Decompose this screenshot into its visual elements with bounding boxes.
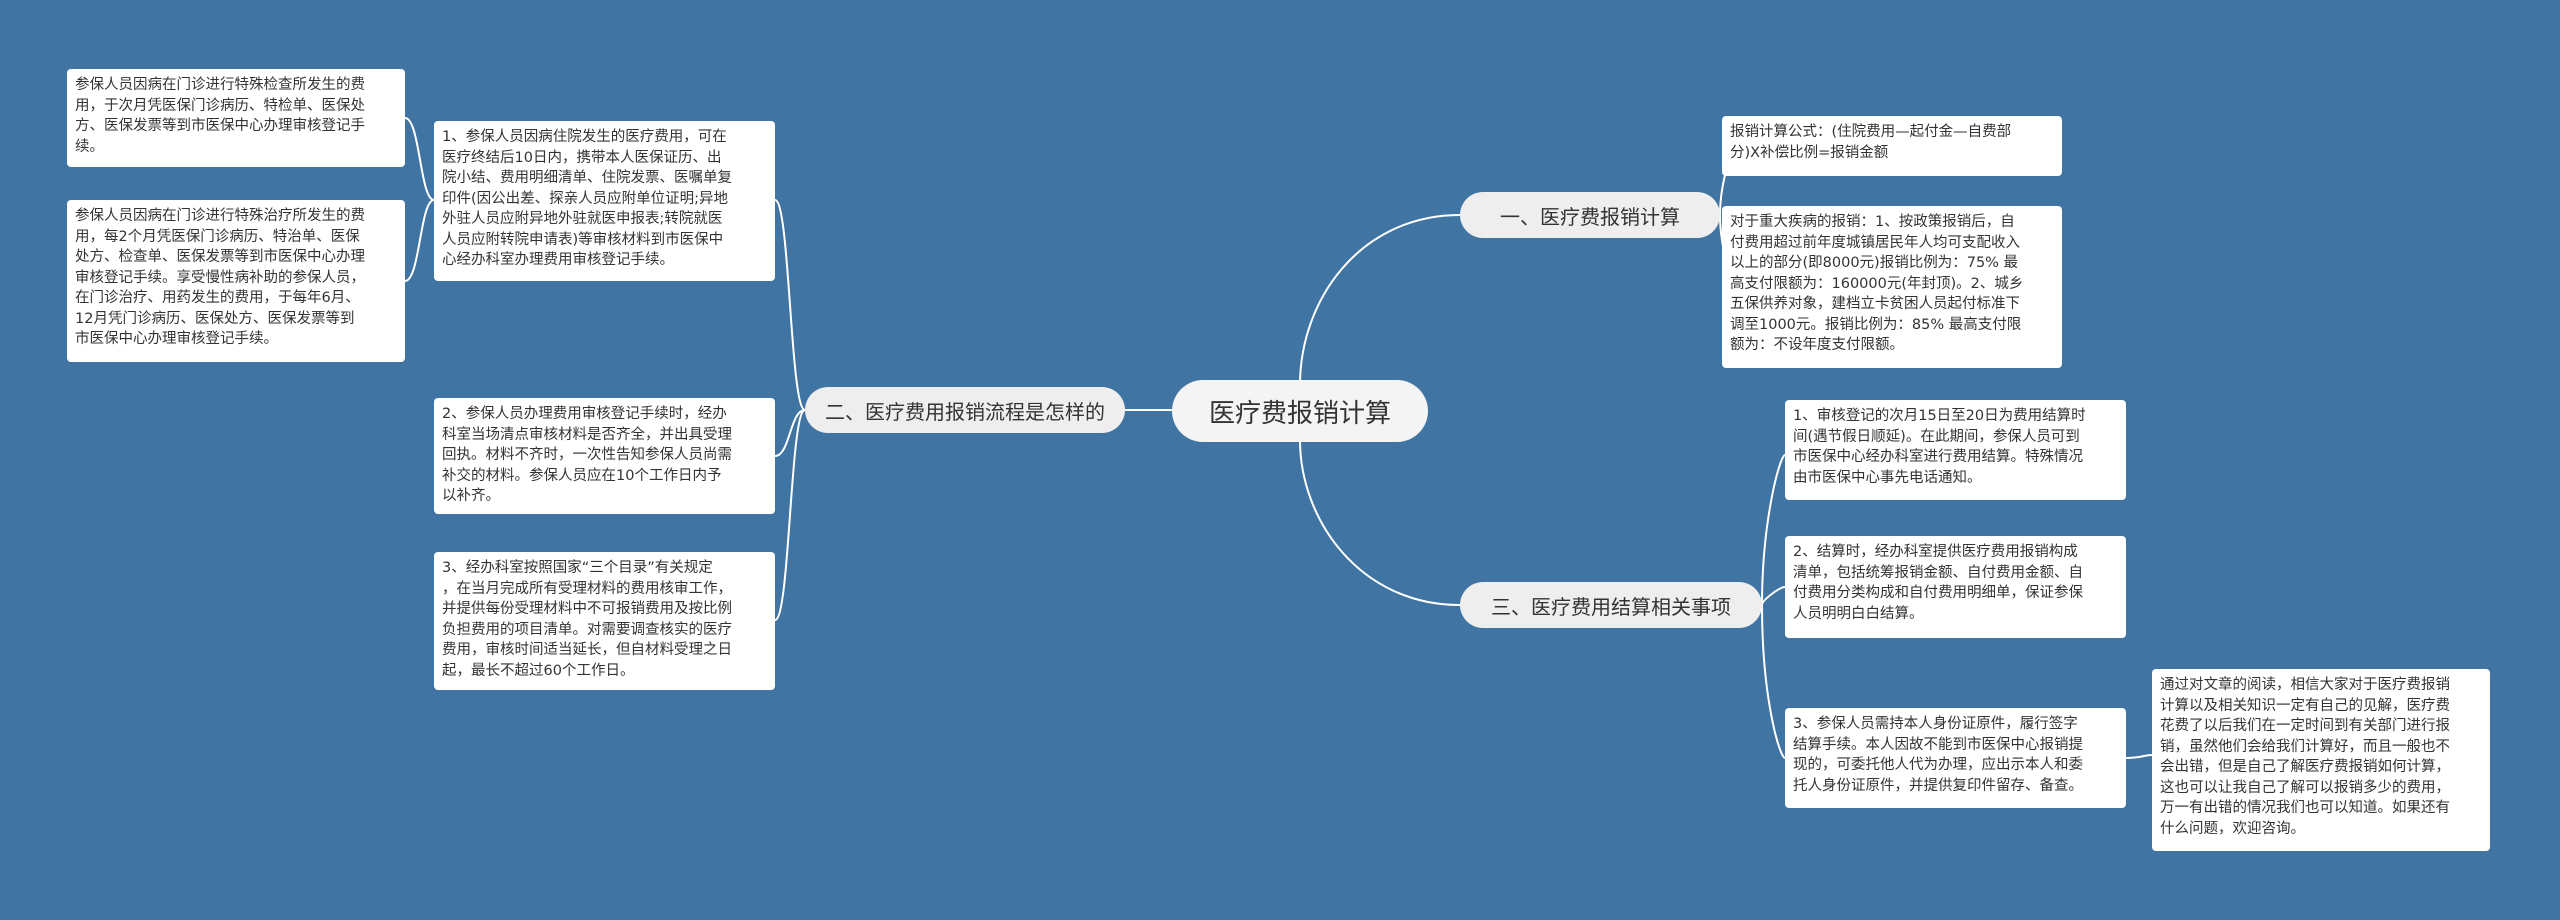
link-b2-1 — [774, 199, 806, 411]
branch-calculation-label: 一、医疗费报销计算 — [1500, 204, 1680, 229]
leaf-audit-catalog[interactable]: 3、经办科室按照国家“三个目录”有关规定 ，在当月完成所有受理材料的费用核审工作… — [434, 552, 775, 690]
leaf-inpatient-reimbursement[interactable]: 1、参保人员因病住院发生的医疗费用，可在 医疗终结后10日内，携带本人医保证历、… — [434, 121, 775, 281]
leaf-special-treatment[interactable]: 参保人员因病在门诊进行特殊治疗所发生的费 用，每2个月凭医保门诊病历、特治单、医… — [67, 200, 405, 362]
leaf-conclusion[interactable]: 通过对文章的阅读，相信大家对于医疗费报销 计算以及相关知识一定有自己的见解，医疗… — [2152, 669, 2490, 851]
link-b2-2 — [774, 409, 806, 457]
leaf-settlement-id[interactable]: 3、参保人员需持本人身份证原件，履行签字 结算手续。本人因故不能到市医保中心报销… — [1785, 708, 2126, 808]
leaf-special-exam[interactable]: 参保人员因病在门诊进行特殊检查所发生的费 用，于次月凭医保门诊病历、特检单、医保… — [67, 69, 405, 167]
root-topic[interactable]: 医疗费报销计算 — [1172, 380, 1428, 442]
branch-calculation[interactable]: 一、医疗费报销计算 — [1460, 192, 1720, 238]
branch-settlement-label: 三、医疗费用结算相关事项 — [1491, 594, 1731, 619]
link-root-b1 — [1299, 214, 1461, 386]
branch-settlement[interactable]: 三、医疗费用结算相关事项 — [1460, 582, 1762, 628]
link-b21-b — [404, 199, 435, 282]
link-b21-a — [404, 117, 435, 201]
link-b33-a — [2125, 754, 2153, 759]
link-b2-3 — [774, 409, 806, 621]
leaf-major-illness[interactable]: 对于重大疾病的报销：1、按政策报销后，自 付费用超过前年度城镇居民年人均可支配收… — [1722, 206, 2062, 368]
branch-process[interactable]: 二、医疗费用报销流程是怎样的 — [805, 387, 1125, 433]
link-b3-2 — [1761, 586, 1786, 606]
leaf-settlement-time[interactable]: 1、审核登记的次月15日至20日为费用结算时 间(遇节假日顺延)。在此期间，参保… — [1785, 400, 2126, 500]
root-topic-label: 医疗费报销计算 — [1208, 398, 1391, 429]
link-root-b3 — [1299, 439, 1461, 606]
link-b3-1 — [1761, 454, 1786, 606]
leaf-settlement-list[interactable]: 2、结算时，经办科室提供医疗费用报销构成 清单，包括统筹报销金额、自付费用金额、… — [1785, 536, 2126, 638]
link-b3-3 — [1761, 604, 1786, 759]
leaf-registration-check[interactable]: 2、参保人员办理费用审核登记手续时，经办 科室当场清点审核材料是否齐全，并出具受… — [434, 398, 775, 514]
leaf-formula[interactable]: 报销计算公式：(住院费用—起付金—自费部 分)X补偿比例=报销金额 — [1722, 116, 2062, 176]
branch-process-label: 二、医疗费用报销流程是怎样的 — [825, 399, 1105, 424]
